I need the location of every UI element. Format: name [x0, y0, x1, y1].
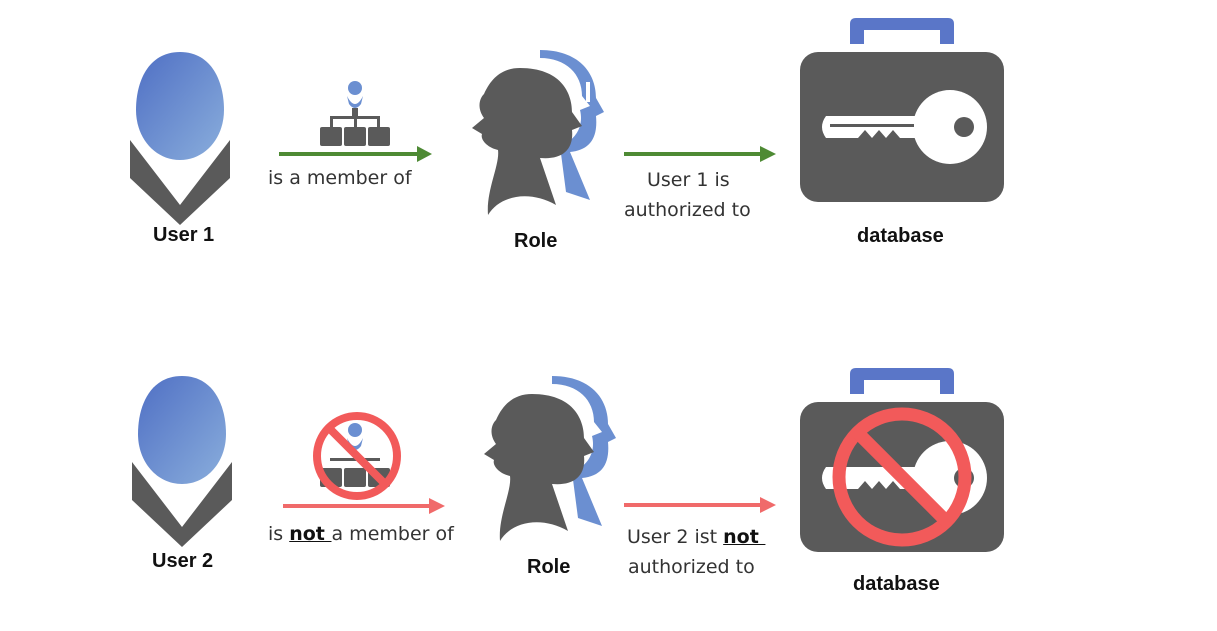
db1-label: database: [857, 225, 944, 247]
role2-label: Role: [527, 556, 571, 578]
prohibited-icon: [832, 407, 972, 547]
not-authorized-arrow: [624, 497, 776, 513]
not-member-pre: is: [268, 523, 290, 545]
auth1-line2: authorized to: [624, 199, 751, 221]
prohibited-icon: [313, 412, 401, 500]
authorized-arrow: [624, 146, 776, 162]
role-head-icon: [484, 376, 616, 541]
role1-label: Role: [514, 230, 558, 252]
user-icon: [130, 52, 230, 225]
user-icon: [132, 376, 232, 547]
not-member-not: not: [289, 523, 332, 545]
user1-label: User 1: [153, 224, 215, 246]
not-member-text: is not a member of: [268, 519, 454, 549]
auth2-line2: authorized to: [628, 556, 755, 578]
auth2-not: not: [723, 526, 766, 548]
member-text: is a member of: [268, 167, 412, 189]
text-cursor-artifact: [586, 82, 590, 102]
auth2-line1: User 2 ist not: [627, 522, 765, 552]
auth2-pre: User 2 ist: [627, 526, 724, 548]
not-member-arrow: [283, 498, 445, 514]
key-case-icon: [800, 18, 1004, 202]
user2-label: User 2: [152, 550, 214, 572]
member-arrow: [279, 146, 432, 162]
role-head-icon: [472, 50, 604, 215]
db2-label: database: [853, 573, 940, 595]
not-member-post: a member of: [331, 523, 454, 545]
hierarchy-icon: [320, 81, 390, 146]
auth1-line1: User 1 is: [647, 169, 730, 191]
key-case-icon: [800, 368, 1004, 552]
